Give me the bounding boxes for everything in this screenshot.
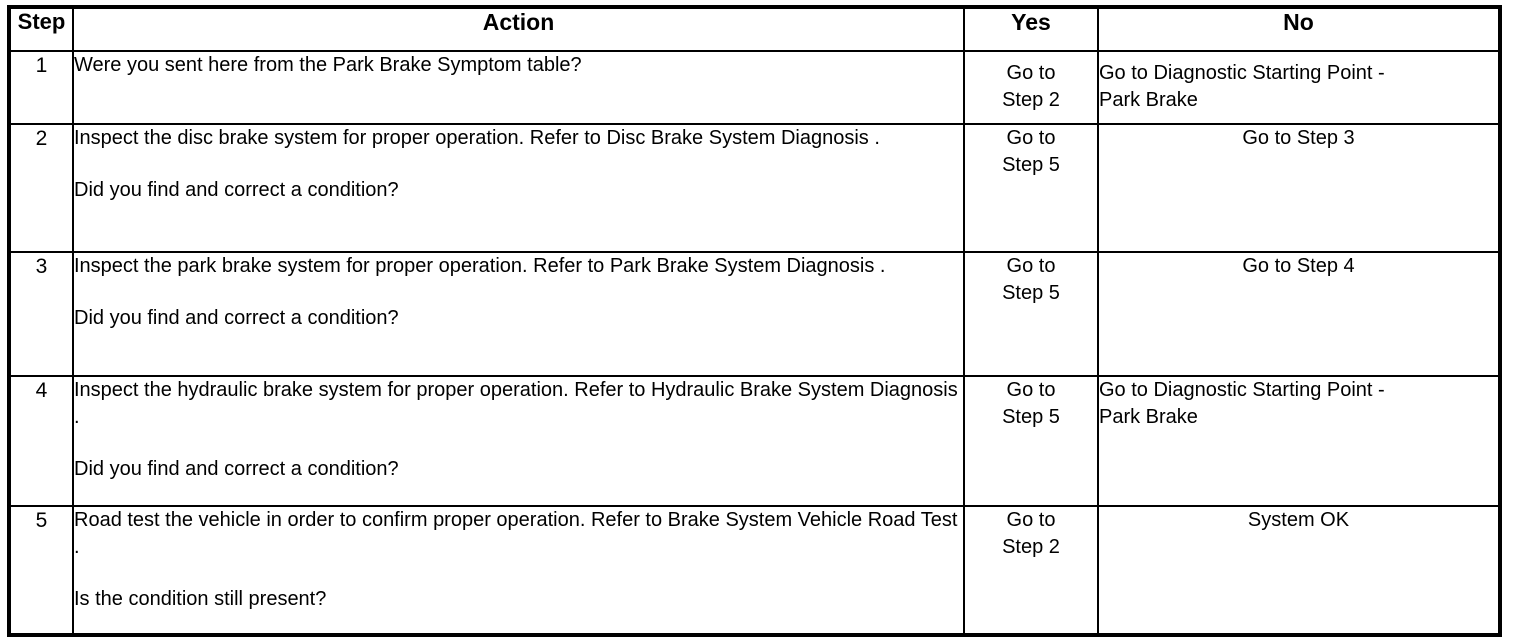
action-spacer <box>74 280 963 305</box>
cell-action: Inspect the hydraulic brake system for p… <box>72 375 965 507</box>
cell-no: Go to Diagnostic Starting Point - Park B… <box>1097 50 1501 125</box>
cell-yes: Go to Step 5 <box>963 375 1099 507</box>
yes-line-1: Go to <box>1006 255 1056 277</box>
cell-yes: Go to Step 2 <box>963 50 1099 125</box>
cell-yes: Go to Step 5 <box>963 251 1099 377</box>
column-header-step: Step <box>8 6 74 52</box>
cell-action: Were you sent here from the Park Brake S… <box>72 50 965 125</box>
no-line-1: Go to Step 4 <box>1242 255 1355 277</box>
yes-line-2: Step 2 <box>1002 536 1060 558</box>
no-line-2: Park Brake <box>1099 89 1198 111</box>
table-row: 4 Inspect the hydraulic brake system for… <box>8 375 1501 507</box>
table-row: 1 Were you sent here from the Park Brake… <box>8 50 1501 125</box>
action-instruction: Inspect the hydraulic brake system for p… <box>74 379 958 428</box>
cell-no: Go to Step 3 <box>1097 123 1501 253</box>
cell-action: Inspect the park brake system for proper… <box>72 251 965 377</box>
no-line-1: Go to Step 3 <box>1242 127 1355 149</box>
table-row: 2 Inspect the disc brake system for prop… <box>8 123 1501 253</box>
no-line-1: Go to Diagnostic Starting Point - <box>1099 62 1385 84</box>
no-line-1: System OK <box>1247 509 1350 531</box>
table-header: Step Action Yes No <box>8 6 1501 52</box>
cell-step-number: 3 <box>8 251 74 377</box>
yes-line-1: Go to <box>1006 62 1056 84</box>
column-header-action: Action <box>72 6 965 52</box>
diagnostic-steps-table: Step Action Yes No 1 Were you sent here … <box>7 5 1502 637</box>
cell-step-number: 4 <box>8 375 74 507</box>
action-instruction: Inspect the disc brake system for proper… <box>74 127 880 149</box>
action-instruction: Road test the vehicle in order to confir… <box>74 509 958 558</box>
cell-step-number: 5 <box>8 505 74 636</box>
action-question: Is the condition still present? <box>74 588 327 610</box>
table-row: 5 Road test the vehicle in order to conf… <box>8 505 1501 636</box>
yes-line-1: Go to <box>1006 379 1056 401</box>
yes-line-1: Go to <box>1006 509 1056 531</box>
cell-no: System OK <box>1097 505 1501 636</box>
cell-action: Road test the vehicle in order to confir… <box>72 505 965 636</box>
cell-no: Go to Step 4 <box>1097 251 1501 377</box>
yes-line-2: Step 2 <box>1002 89 1060 111</box>
cell-no: Go to Diagnostic Starting Point - Park B… <box>1097 375 1501 507</box>
cell-action: Inspect the disc brake system for proper… <box>72 123 965 253</box>
yes-line-2: Step 5 <box>1002 282 1060 304</box>
table-body: 1 Were you sent here from the Park Brake… <box>8 50 1501 636</box>
action-spacer <box>74 431 963 456</box>
action-question: Did you find and correct a condition? <box>74 179 399 201</box>
cell-step-number: 1 <box>8 50 74 125</box>
action-instruction: Inspect the park brake system for proper… <box>74 255 886 277</box>
cell-step-number: 2 <box>8 123 74 253</box>
table-row: 3 Inspect the park brake system for prop… <box>8 251 1501 377</box>
action-spacer <box>74 561 963 586</box>
yes-line-2: Step 5 <box>1002 406 1060 428</box>
cell-yes: Go to Step 2 <box>963 505 1099 636</box>
cell-yes: Go to Step 5 <box>963 123 1099 253</box>
no-line-1: Go to Diagnostic Starting Point - <box>1099 379 1385 401</box>
column-header-yes: Yes <box>963 6 1099 52</box>
yes-line-2: Step 5 <box>1002 154 1060 176</box>
no-line-2: Park Brake <box>1099 406 1198 428</box>
header-row: Step Action Yes No <box>8 6 1501 52</box>
column-header-no: No <box>1097 6 1501 52</box>
action-question: Did you find and correct a condition? <box>74 307 399 329</box>
action-spacer <box>74 152 963 177</box>
action-question: Did you find and correct a condition? <box>74 458 399 480</box>
action-instruction: Were you sent here from the Park Brake S… <box>74 54 582 76</box>
yes-line-1: Go to <box>1006 127 1056 149</box>
